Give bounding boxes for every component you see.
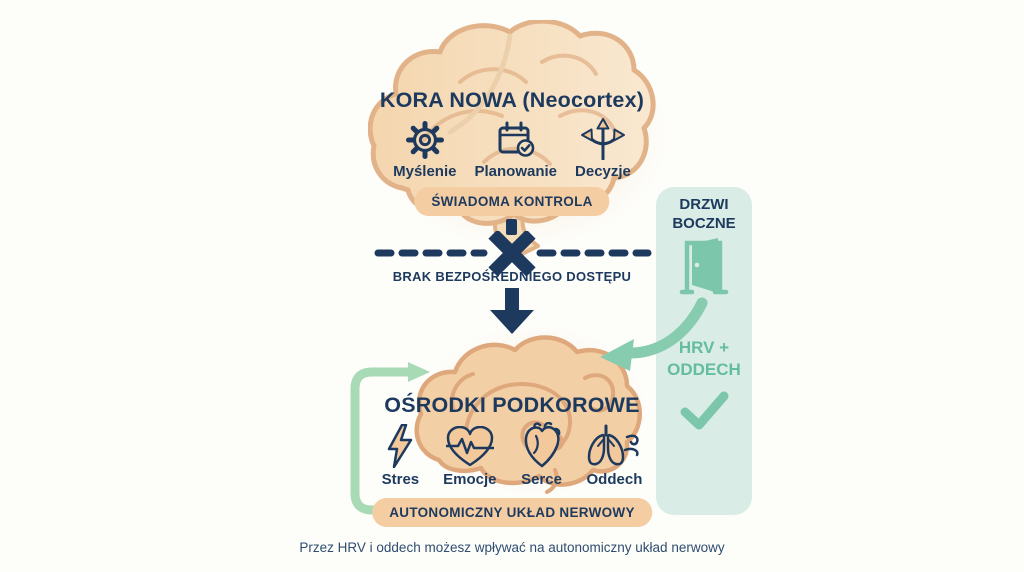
anatomical-heart-icon — [524, 422, 560, 468]
function-label: Decyzje — [575, 163, 631, 180]
gear-icon — [405, 121, 444, 159]
x-mark-icon — [488, 231, 536, 277]
hrv-breath-line2: ODDECH — [667, 360, 741, 380]
feedback-loop-arrow — [350, 362, 430, 515]
subcortical-functions-row: Stres Emocje Serce — [312, 422, 712, 488]
side-door-panel: DRZWI BOCZNE HRV + ODDECH — [656, 187, 752, 515]
conscious-control-badge: ŚWIADOMA KONTROLA — [414, 187, 610, 216]
neocortex-title: KORA NOWA (Neocortex) — [379, 88, 645, 112]
function-item-decisions: Decyzje — [575, 118, 631, 180]
vertical-dash — [506, 219, 517, 235]
down-arrow-icon — [490, 288, 534, 334]
function-label: Planowanie — [474, 163, 558, 180]
neocortex-functions-row: Myślenie Planowanie — [262, 118, 762, 180]
lightning-icon — [388, 424, 413, 468]
hrv-breath-line1: HRV + — [678, 338, 730, 357]
function-label: Emocje — [443, 471, 497, 488]
autonomic-nervous-system-badge: AUTONOMICZNY UKŁAD NERWOWY — [372, 498, 652, 527]
function-item-thinking: Myślenie — [393, 120, 456, 180]
branch-arrows-icon — [580, 118, 625, 160]
barrier-dashed-line — [374, 231, 652, 277]
neocortex-brain-illustration — [368, 20, 656, 258]
open-door-icon — [679, 238, 729, 295]
barrier-label: BRAK BEZPOŚREDNIEGO DOSTĘPU — [392, 269, 632, 284]
function-item-breath: Oddech — [586, 424, 643, 488]
side-door-title: DRZWI BOCZNE — [656, 196, 752, 234]
hrv-breath-label: HRV + ODDECH — [656, 337, 752, 381]
caption: Przez HRV i oddech możesz wpływać na aut… — [299, 540, 725, 555]
function-item-stress: Stres — [381, 424, 420, 488]
calendar-check-icon — [498, 121, 535, 157]
function-item-emotions: Emocje — [443, 426, 497, 488]
side-door-title-line1: DRZWI — [679, 196, 729, 213]
function-label: Oddech — [586, 471, 643, 488]
function-item-planning: Planowanie — [474, 120, 557, 180]
function-label: Serce — [521, 471, 562, 488]
function-label: Myślenie — [393, 163, 457, 180]
subcortical-title: OŚRODKI PODKOROWE — [384, 393, 640, 417]
heart-pulse-icon — [445, 426, 494, 467]
side-door-arrow — [600, 297, 708, 371]
checkmark-icon — [680, 391, 729, 430]
side-door-title-line2: BOCZNE — [672, 214, 736, 232]
function-label: Stres — [381, 471, 420, 488]
function-item-heart: Serce — [521, 422, 563, 488]
lungs-icon — [588, 424, 640, 466]
